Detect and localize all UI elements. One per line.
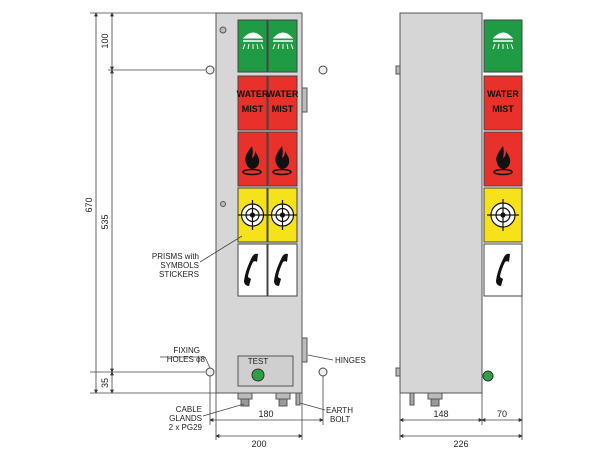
hinge-bottom <box>301 337 308 363</box>
sprinkler-icon <box>492 32 514 50</box>
hinge-top <box>301 87 308 113</box>
fixing-hole-right-bottom <box>318 367 328 377</box>
dim-70: 70 <box>497 409 507 419</box>
earth-callout-line2: BOLT <box>330 415 350 424</box>
prism-water-mist-2 <box>267 75 298 131</box>
test-button[interactable] <box>251 368 265 382</box>
side-dimensions: 148 70 226 <box>399 296 523 449</box>
screw <box>220 201 226 207</box>
dim-180: 180 <box>258 409 273 419</box>
target-icon <box>238 200 267 230</box>
fixing-callout-line2: HOLES ϕ8 <box>167 355 206 364</box>
front-dimensions: 670 100 535 35 180 200 <box>84 12 324 449</box>
side-test-button <box>482 370 494 382</box>
side-enclosure <box>399 12 483 394</box>
earth-bolt <box>295 392 301 406</box>
front-view: WATER MIST WATER MIST <box>205 12 328 407</box>
cable-gland-right <box>275 392 291 407</box>
fixing-hole-right-top <box>318 65 328 75</box>
flame-icon <box>493 146 513 176</box>
water-mist-label-line1: WATER <box>237 89 269 99</box>
sprinkler-icon <box>272 32 294 50</box>
cable-callout-line2: GLANDS <box>169 414 202 423</box>
test-panel <box>237 355 294 387</box>
fixing-hole-left-bottom <box>205 367 215 377</box>
fixing-callout-line1: FIXING <box>173 346 200 355</box>
prisms-callout-line3: STICKERS <box>159 270 199 279</box>
dim-35: 35 <box>100 378 110 388</box>
side-fixing-tab <box>395 367 401 377</box>
front-callouts: PRISMS with SYMBOLS STICKERS FIXING HOLE… <box>152 235 366 432</box>
screw <box>219 26 227 34</box>
cable-callout-line3: 2 x PG29 <box>169 423 203 432</box>
prism-water-mist-1 <box>237 75 268 131</box>
flame-icon <box>242 146 262 176</box>
telephone-icon <box>244 253 258 286</box>
test-label: TEST <box>248 357 269 366</box>
side-prism-water-mist <box>483 75 523 131</box>
hinges-callout: HINGES <box>335 356 366 365</box>
dim-670: 670 <box>84 197 94 212</box>
dim-226: 226 <box>453 439 468 449</box>
dim-148: 148 <box>433 409 448 419</box>
water-mist-label-line1: WATER <box>267 89 299 99</box>
telephone-icon <box>496 253 510 286</box>
side-prism-phone <box>483 243 523 297</box>
dim-200: 200 <box>251 439 266 449</box>
prism-phone-2 <box>267 243 298 297</box>
side-earth-bolt <box>409 392 415 406</box>
prisms-callout-line1: PRISMS with <box>152 252 199 261</box>
side-fixing-tab <box>395 65 401 75</box>
target-icon <box>268 200 297 230</box>
telephone-icon <box>274 253 288 286</box>
water-mist-label-line2: MIST <box>242 104 264 114</box>
dim-100: 100 <box>100 33 110 48</box>
target-icon <box>487 199 519 231</box>
prism-phone-1 <box>237 243 268 297</box>
sprinkler-icon <box>242 32 264 50</box>
water-mist-label-line2: MIST <box>492 104 514 114</box>
side-view: WATER MIST <box>395 12 523 407</box>
dim-535: 535 <box>100 214 110 229</box>
prisms-callout-line2: SYMBOLS <box>160 261 199 270</box>
flame-icon <box>272 146 292 176</box>
cable-callout-line1: CABLE <box>176 405 202 414</box>
fixing-hole-left-top <box>205 65 215 75</box>
cable-gland-left <box>237 392 253 407</box>
earth-callout-line1: EARTH <box>326 406 353 415</box>
side-cable-gland <box>427 392 443 407</box>
water-mist-label-line1: WATER <box>487 89 519 99</box>
water-mist-label-line2: MIST <box>272 104 294 114</box>
